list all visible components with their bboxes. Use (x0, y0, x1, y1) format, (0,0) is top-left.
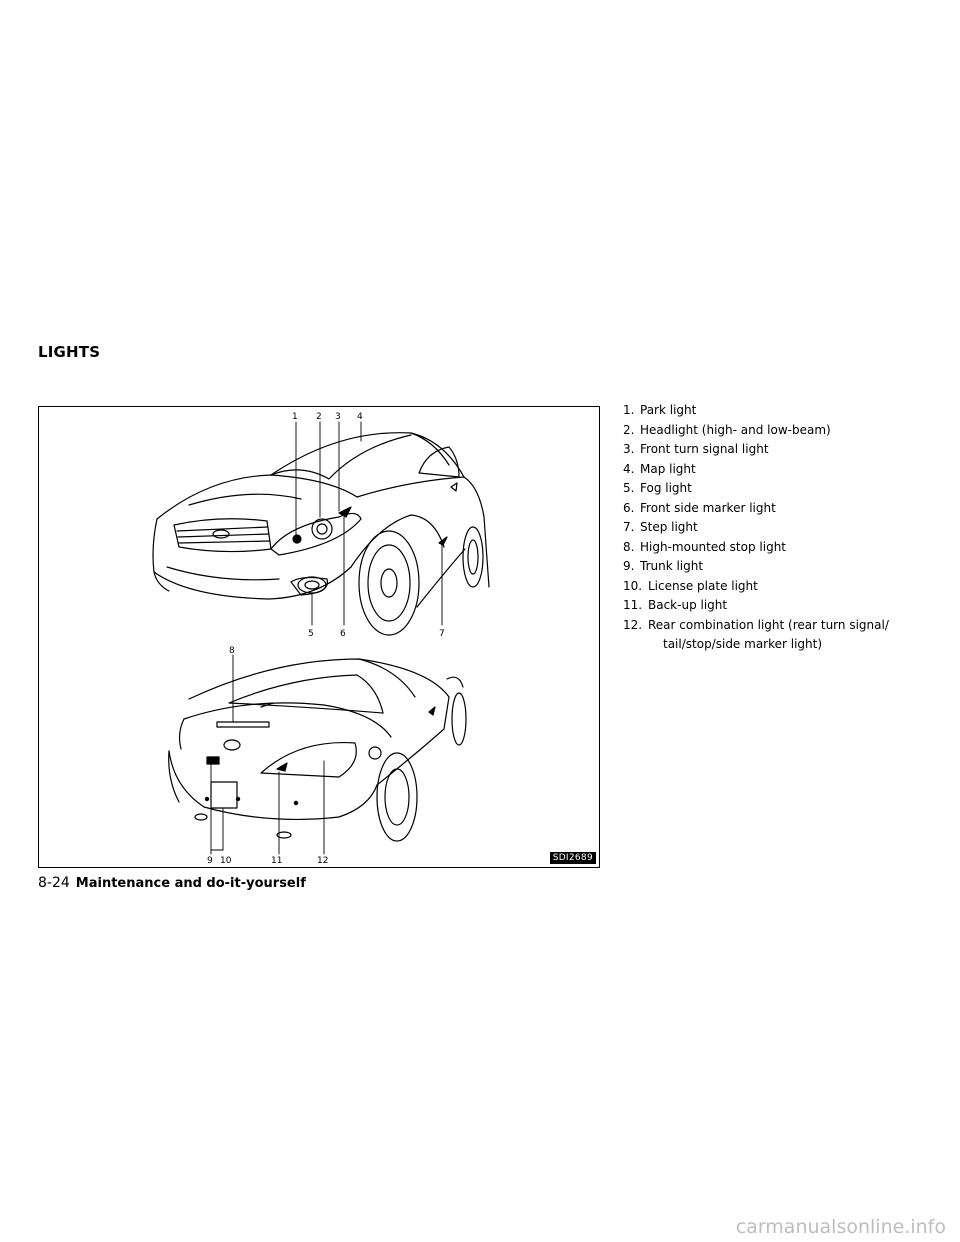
legend-list: 1. Park light 2. Headlight (high- and low-… (623, 401, 943, 655)
legend-item: 12. Rear combination light (rear turn sig… (623, 616, 943, 655)
legend-number: 11. (623, 598, 643, 612)
legend-text: Front side marker light (640, 500, 776, 515)
legend-item: 8. High-mounted stop light (623, 538, 943, 558)
legend-item: 6. Front side marker light (623, 499, 943, 519)
legend-item: 1. Park light (623, 401, 943, 421)
legend-item: 11. Back-up light (623, 596, 943, 616)
callout-6: 6 (340, 629, 346, 639)
callout-12: 12 (317, 856, 328, 866)
chapter-title: Maintenance and do-it-yourself (75, 876, 306, 891)
rear-car-drawing (168, 658, 467, 842)
legend-number: 5. (623, 481, 635, 495)
legend-number: 2. (623, 422, 635, 437)
legend-number: 12. (623, 617, 643, 632)
callout-1: 1 (292, 412, 298, 422)
legend-item: 4. Map light (623, 460, 943, 480)
legend-number: 9. (623, 559, 635, 573)
legend-text: License plate light (648, 578, 758, 593)
callout-9: 9 (207, 856, 213, 866)
legend-text: Fog light (640, 481, 692, 495)
callout-3: 3 (335, 412, 341, 422)
car-illustration: 1 2 3 4 5 6 7 8 9 10 11 12 (152, 412, 490, 866)
section-title: LIGHTS (38, 343, 101, 361)
callout-5: 5 (308, 629, 314, 639)
front-car-drawing (152, 432, 490, 636)
page-number: 8-24 (38, 875, 70, 891)
legend-text: Headlight (high- and low-beam) (640, 422, 831, 437)
legend-text: Front turn signal light (640, 442, 769, 456)
legend-text: Back-up light (648, 598, 728, 612)
legend-item: 5. Fog light (623, 479, 943, 499)
legend-item: 3. Front turn signal light (623, 440, 943, 460)
legend-text: Map light (640, 461, 696, 476)
callout-7: 7 (439, 629, 445, 639)
legend-item: 7. Step light (623, 518, 943, 538)
legend-text: Step light (640, 520, 698, 534)
legend-item: 9. Trunk light (623, 557, 943, 577)
legend-number: 7. (623, 520, 635, 534)
legend-number: 1. (623, 403, 635, 417)
watermark: carmanualsonline.info (735, 1216, 946, 1238)
legend-text-continuation: tail/stop/side marker light) (663, 637, 823, 651)
legend-number: 6. (623, 500, 635, 515)
legend-item: 2. Headlight (high- and low-beam) (623, 421, 943, 441)
legend-number: 4. (623, 461, 635, 476)
legend-text: Trunk light (640, 559, 704, 573)
lights-figure: 1 2 3 4 5 6 7 8 9 10 11 12 SDI2689 (38, 406, 600, 868)
legend-number: 8. (623, 539, 635, 554)
legend-number: 3. (623, 442, 635, 456)
figure-id-label: SDI2689 (549, 852, 596, 864)
page-footer: 8-24 Maintenance and do-it-yourself (38, 875, 306, 891)
callout-4: 4 (357, 412, 363, 422)
callout-8: 8 (229, 646, 235, 656)
leader-lines (210, 421, 443, 855)
legend-text: Park light (640, 403, 697, 417)
callout-11: 11 (271, 856, 282, 866)
callout-2: 2 (316, 412, 322, 422)
legend-number: 10. (623, 578, 643, 593)
legend-item: 10. License plate light (623, 577, 943, 597)
callout-10: 10 (220, 856, 232, 866)
legend-text: Rear combination light (rear turn signal… (648, 617, 889, 632)
callout-numbers: 1 2 3 4 5 6 7 8 9 10 11 12 (207, 412, 445, 866)
legend-text: High-mounted stop light (640, 539, 786, 554)
